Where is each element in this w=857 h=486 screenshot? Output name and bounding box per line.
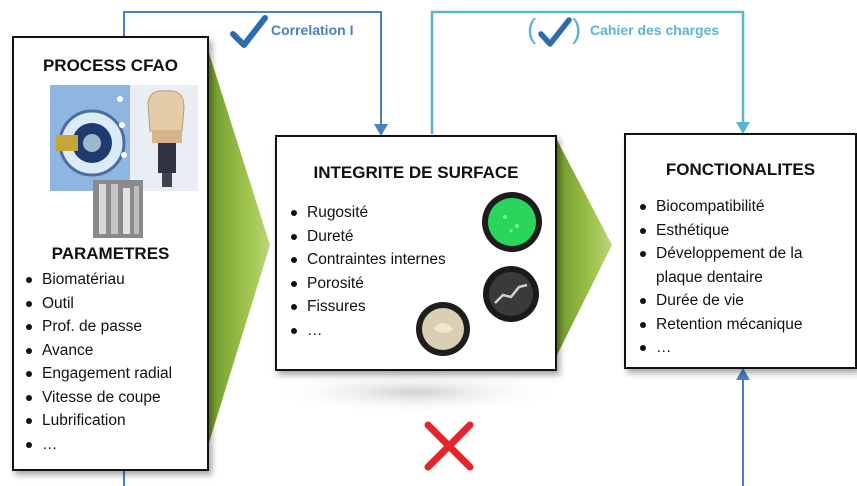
list-item: Vitesse de coupe [16,386,172,410]
cahier-paren-close: ) [572,13,582,44]
check-icon [230,15,268,48]
list-item: … [630,336,836,360]
list-item: Biomatériau [16,268,172,292]
list-item: Fissures [281,295,446,319]
list-item: Rugosité [281,201,446,225]
list-item: Retention mécanique [630,313,836,337]
cahier-arrowhead [736,122,750,134]
list-item: … [16,433,172,457]
list-item: Esthétique [630,219,836,243]
list-item: Dureté [281,225,446,249]
correlation-label: Correlation I [271,22,354,38]
check-icon [538,17,572,47]
list-item: Lubrification [16,409,172,433]
list-item: … [281,319,446,343]
cahier-paren-open: ( [527,13,537,44]
functions-title: FONCTIONALITES [665,160,816,179]
center-box-shadow [265,370,565,414]
list-item: Porosité [281,272,446,296]
list-item: Outil [16,292,172,316]
bottom-up-arrowhead [736,368,750,380]
surface-sample-image-crack [483,266,539,322]
list-item: Engagement radial [16,362,172,386]
list-item: Biocompatibilité [630,195,836,219]
chevron-arrow-right [557,140,612,355]
process-box: PROCESS CFAO PARAMETRES Biomatér [12,36,209,471]
correlation-connector [123,11,382,132]
surface-title: INTEGRITE DE SURFACE [313,163,519,182]
chevron-arrow-left [208,50,270,446]
process-title: PROCESS CFAO [42,56,179,75]
list-item: Contraintes internes [281,248,446,272]
cahier-label: Cahier des charges [590,22,720,38]
list-item: Développement de la plaque dentaire [630,242,836,289]
surface-sample-image-porous [416,302,470,356]
list-item: Durée de vie [630,289,836,313]
cahier-connector [430,10,745,134]
list-item: Prof. de passe [16,315,172,339]
cross-icon [424,421,474,471]
correlation-arrowhead [374,124,388,136]
cfao-machine-image [50,85,198,191]
surface-sample-image-green [482,192,542,252]
params-title: PARAMETRES [51,244,170,263]
list-item: Avance [16,339,172,363]
tools-image [93,180,143,238]
